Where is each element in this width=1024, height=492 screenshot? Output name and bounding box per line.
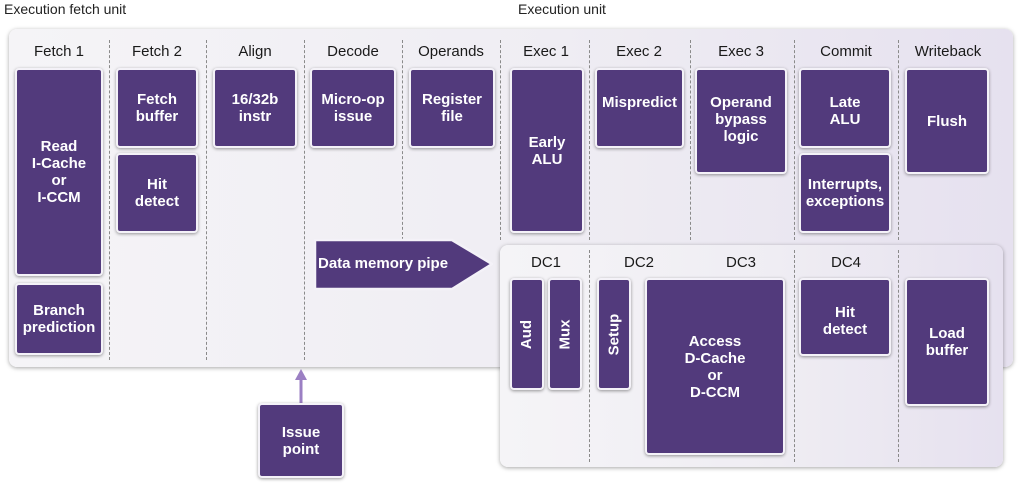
flush-box: Flush xyxy=(905,68,989,174)
micro-op-issue-box: Micro-op issue xyxy=(310,68,396,148)
setup-box: Setup xyxy=(597,278,631,390)
early-alu-box: Early ALU xyxy=(510,68,584,233)
issue-point-arrow xyxy=(295,369,307,405)
stage-exec-1: Exec 1 xyxy=(523,43,569,60)
hit-detect-dc-box: Hit detect xyxy=(799,278,891,356)
fetch-buffer-box: Fetch buffer xyxy=(116,68,198,148)
mux-label: Mux xyxy=(556,319,574,349)
dc-stage-3: DC3 xyxy=(725,254,756,271)
access-dcache-box: Access D-Cache or D-CCM xyxy=(645,278,785,455)
data-memory-pipe-shape xyxy=(313,238,494,291)
issue-point-box: Issue point xyxy=(258,403,344,478)
interrupts-exceptions-box: Interrupts, exceptions xyxy=(799,153,891,233)
data-memory-pipe-arrow xyxy=(313,238,494,291)
mux-box: Mux xyxy=(548,278,582,390)
stage-exec-2: Exec 2 xyxy=(616,43,662,60)
read-icache-box: Read I-Cache or I-CCM xyxy=(15,68,103,276)
dc-stage-2: DC2 xyxy=(623,254,654,271)
stage-decode: Decode xyxy=(327,43,379,60)
execution-unit-label: Execution unit xyxy=(518,1,606,17)
stage-fetch-1: Fetch 1 xyxy=(33,43,85,60)
stage-divider xyxy=(690,40,691,240)
stage-divider xyxy=(898,40,899,240)
stage-exec-3: Exec 3 xyxy=(718,43,764,60)
issue-arrow-head xyxy=(295,369,307,380)
stage-divider xyxy=(794,250,795,462)
hit-detect-fetch-box: Hit detect xyxy=(116,153,198,233)
register-file-box: Register file xyxy=(409,68,495,148)
stage-divider xyxy=(589,250,590,462)
stage-align: Align xyxy=(238,43,272,60)
late-alu-box: Late ALU xyxy=(799,68,891,148)
stage-divider xyxy=(109,40,110,360)
stage-divider xyxy=(898,250,899,462)
stage-divider xyxy=(500,40,501,240)
stage-operands: Operands xyxy=(418,43,484,60)
setup-label: Setup xyxy=(605,313,623,355)
aud-box: Aud xyxy=(510,278,544,390)
operand-bypass-box: Operand bypass logic xyxy=(695,68,787,174)
stage-commit: Commit xyxy=(820,43,872,60)
data-memory-pipe-label: Data memory pipe xyxy=(318,255,449,272)
instr-16-32-box: 16/32b instr xyxy=(213,68,297,148)
branch-prediction-box: Branch prediction xyxy=(15,283,103,355)
execution-fetch-unit-label: Execution fetch unit xyxy=(4,1,127,17)
stage-divider xyxy=(206,40,207,360)
dc-stage-4: DC4 xyxy=(830,254,861,271)
aud-label: Aud xyxy=(518,319,536,349)
stage-divider xyxy=(589,40,590,240)
stage-writeback: Writeback xyxy=(914,43,982,60)
load-buffer-box: Load buffer xyxy=(905,278,989,406)
stage-divider xyxy=(402,40,403,240)
stage-divider xyxy=(304,40,305,360)
stage-divider xyxy=(794,40,795,240)
stage-fetch-2: Fetch 2 xyxy=(131,43,183,60)
dc-stage-1: DC1 xyxy=(530,254,561,271)
mispredict-box: Mispredict xyxy=(595,68,684,148)
